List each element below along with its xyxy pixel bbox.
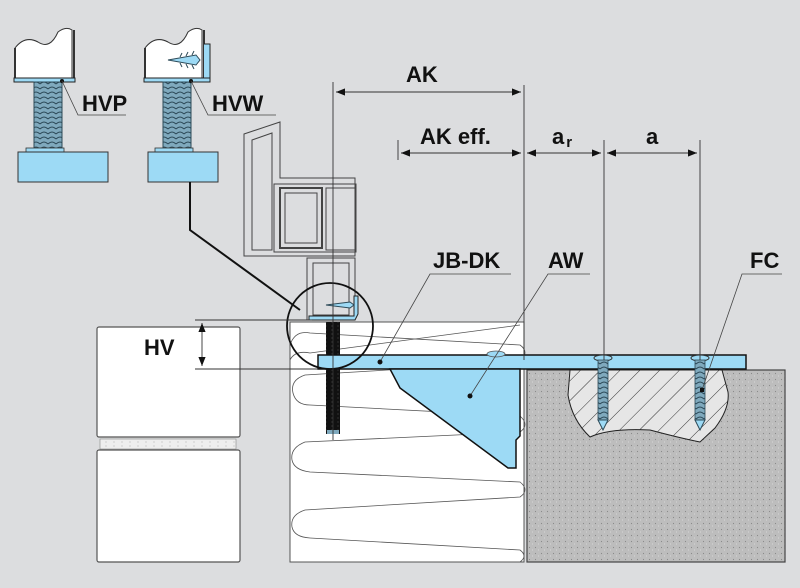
label-a: a: [646, 124, 659, 149]
dimension-lines: [195, 82, 701, 440]
concrete-wall: [526, 369, 786, 563]
bracket-jb-dk: [317, 350, 747, 370]
label-aw: AW: [548, 248, 584, 273]
detail-circle: [286, 282, 374, 370]
hvw-leader-line: [189, 182, 301, 311]
callout-leaders: [379, 273, 782, 397]
label-hv: HV: [144, 335, 175, 360]
label-ak-eff: AK eff.: [420, 124, 491, 149]
label-hvp: HVP: [82, 91, 127, 116]
window-profile: [243, 121, 357, 321]
label-ak: AK: [406, 62, 438, 87]
label-hvw: HVW: [212, 91, 264, 116]
wall-block-left: [96, 326, 241, 563]
hvw-detail: [143, 27, 276, 183]
label-jb-dk: JB-DK: [433, 248, 500, 273]
hvp-detail: [13, 27, 126, 183]
angle-bracket-aw: [388, 368, 521, 469]
label-fc: FC: [750, 248, 779, 273]
